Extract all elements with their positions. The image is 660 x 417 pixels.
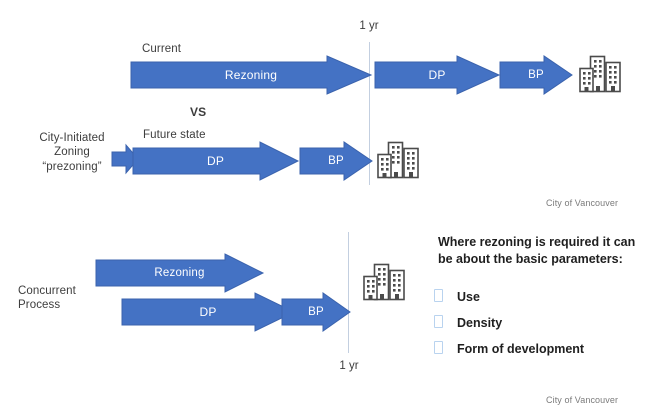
arrow-shape: [499, 55, 573, 95]
arrow-shape: [132, 141, 300, 181]
bullet-box-icon: [434, 341, 443, 354]
bottom-timeline-line: [348, 232, 350, 353]
buildings-icon: [376, 140, 420, 180]
city-initiated-zoning-label: City-Initiated Zoning “prezoning”: [39, 132, 105, 173]
arrow-bp-concurrent[interactable]: BP: [281, 292, 351, 332]
buildings-icon: [578, 54, 622, 94]
arrow-rezoning-concurrent[interactable]: Rezoning: [95, 253, 265, 293]
current-row-caption: Current: [142, 43, 182, 55]
arrow-shape: [95, 253, 265, 293]
buildings-icon: [362, 262, 406, 302]
callout-heading: Where rezoning is required it can be abo…: [438, 235, 636, 266]
arrow-dp-future[interactable]: DP: [132, 141, 300, 181]
top-timeline-label: 1 yr: [359, 20, 379, 32]
top-timeline-line: [369, 42, 371, 185]
callout-bullet-list: Use Density Form of development: [434, 288, 649, 366]
callout-bullet-form-of-development: Form of development: [434, 340, 649, 357]
arrow-bp-current[interactable]: BP: [499, 55, 573, 95]
bottom-timeline-label: 1 yr: [339, 360, 359, 372]
arrow-shape: [130, 55, 373, 95]
bullet-box-icon: [434, 315, 443, 328]
bullet-label: Density: [457, 316, 503, 330]
arrow-bp-future[interactable]: BP: [299, 141, 373, 181]
arrow-rezoning-current[interactable]: Rezoning: [130, 55, 373, 95]
footer-city-of-vancouver-top: City of Vancouver: [546, 198, 619, 208]
future-row-caption: Future state: [143, 129, 206, 141]
bullet-label: Use: [457, 290, 480, 304]
callout-bullet-use: Use: [434, 288, 649, 305]
arrow-dp-concurrent[interactable]: DP: [121, 292, 296, 332]
arrow-shape: [121, 292, 296, 332]
arrow-shape: [281, 292, 351, 332]
arrow-shape: [374, 55, 501, 95]
bullet-box-icon: [434, 289, 443, 302]
arrow-shape: [299, 141, 373, 181]
right-arrow-icon: [111, 143, 139, 175]
footer-city-of-vancouver-bottom: City of Vancouver: [546, 395, 619, 405]
bullet-label: Form of development: [457, 342, 585, 356]
concurrent-process-label: Concurrent Process: [18, 285, 76, 312]
callout-bullet-density: Density: [434, 314, 649, 331]
arrow-dp-current[interactable]: DP: [374, 55, 501, 95]
vs-label: VS: [190, 105, 207, 119]
